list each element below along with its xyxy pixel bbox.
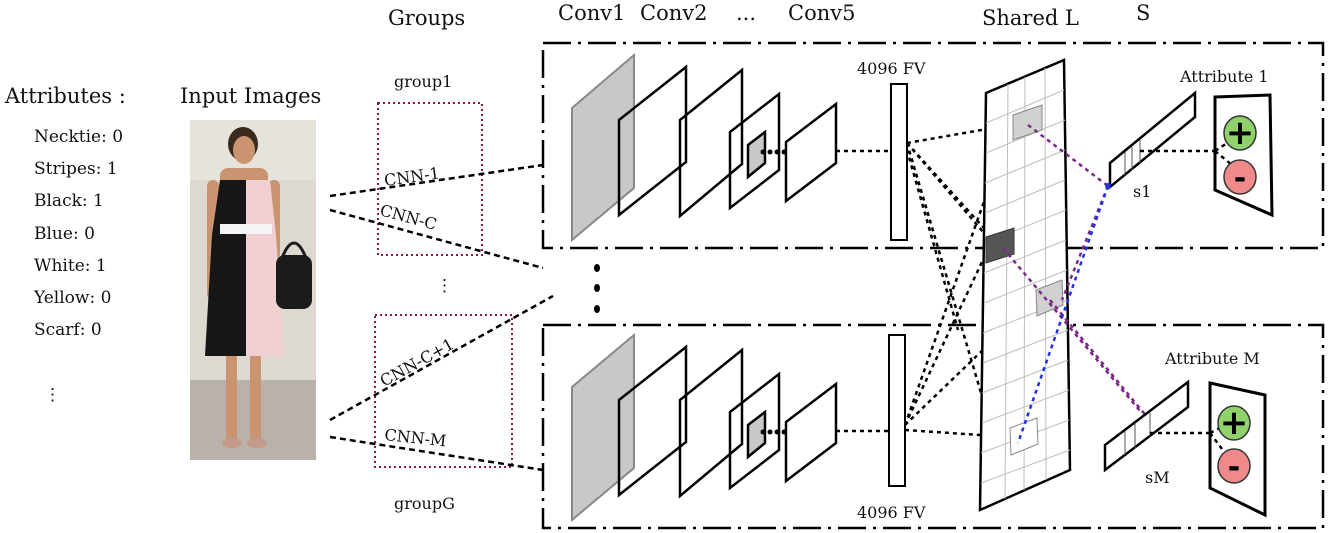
conv1-header: Conv1: [558, 1, 625, 25]
shared-layer-grid: [980, 67, 1071, 500]
shared-layer-outline: [978, 58, 1072, 512]
attribute-list: Necktie: 0 Stripes: 1 Black: 1 Blue: 0 W…: [33, 127, 123, 405]
cnn-1-label: CNN-1: [383, 163, 441, 190]
network-ellipsis: [594, 264, 600, 313]
attribute-item: Yellow: 0: [33, 288, 111, 308]
bottom-network-frame: [541, 323, 1325, 530]
conv2-header: Conv2: [640, 1, 707, 25]
attribute-1-label: Attribute 1: [1179, 67, 1269, 86]
fv-top-label: 4096 FV: [857, 59, 926, 78]
conv4-layer: [728, 91, 781, 211]
plus-icon: [1217, 405, 1251, 441]
plus-symbol: +: [1226, 113, 1255, 153]
fv-bottom: [888, 334, 906, 487]
attribute-item: White: 1: [34, 256, 107, 276]
plus-icon: [1223, 115, 1257, 151]
sM-vector: [1103, 379, 1190, 473]
input-image: [190, 120, 316, 460]
kernel-patch: [746, 129, 767, 180]
groups-ellipsis: ⋮: [436, 276, 453, 296]
group1-label: group1: [394, 72, 452, 91]
conv5-layer: [784, 381, 838, 484]
fv-top: [890, 83, 908, 241]
plus-symbol: +: [1220, 403, 1249, 443]
s1-label: s1: [1133, 182, 1151, 201]
s1-vector: [1108, 90, 1197, 190]
attributes-header: Attributes :: [4, 84, 126, 108]
groupG-box: [374, 314, 513, 468]
group1-box: [377, 102, 483, 256]
sharing-links: [1002, 124, 1149, 444]
attribute-item: Stripes: 1: [34, 159, 118, 179]
conv-ellipsis-header: ...: [736, 1, 756, 25]
image-to-cnn-connectors: [329, 163, 554, 472]
fv-bottom-label: 4096 FV: [857, 503, 926, 522]
sM-label: sM: [1145, 468, 1170, 487]
attribute-item: Scarf: 0: [34, 320, 102, 340]
conv5-header: Conv5: [788, 1, 855, 25]
conv3-layer: [678, 67, 744, 219]
conv-to-fv-connectors: [836, 149, 891, 433]
minus-icon: [1217, 448, 1251, 484]
groupG-label: groupG: [394, 494, 455, 513]
conv1-layer: [571, 52, 635, 243]
attribute-item: Black: 1: [34, 191, 104, 211]
groups-header: Groups: [388, 6, 465, 30]
top-network-frame: [541, 41, 1325, 250]
input-images-header: Input Images: [180, 84, 321, 108]
conv3-layer: [678, 347, 744, 499]
kernel-patch: [746, 409, 767, 460]
group-boxes: group1 ⋮ groupG: [374, 72, 513, 513]
top-cnn-layers: [571, 52, 838, 243]
attribute-m-output: sM Attribute M + -: [1103, 349, 1267, 518]
attribute-item: Blue: 0: [34, 224, 95, 244]
attribute-ellipsis: ⋮: [44, 385, 61, 405]
attribute-item: Necktie: 0: [34, 127, 123, 147]
attribute-m-label: Attribute M: [1164, 349, 1260, 368]
conv2-layer: [617, 344, 688, 498]
shared-l-header: Shared L: [982, 6, 1079, 30]
minus-icon: [1223, 159, 1257, 195]
attribute-1-output: s1 Attribute 1 + -: [1105, 67, 1274, 218]
minus-symbol: -: [1228, 450, 1240, 485]
fv-to-shared-connectors: [903, 123, 1041, 441]
conv4-layer: [728, 371, 781, 491]
network-frames: [541, 41, 1325, 530]
s-header: S: [1136, 1, 1150, 25]
minus-symbol: -: [1234, 161, 1246, 196]
cnn-c-label: CNN-C: [378, 201, 439, 234]
shared-cell-outline: [1009, 417, 1039, 456]
conv1-layer: [571, 332, 635, 523]
shared-layer: [978, 58, 1072, 512]
conv5-layer: [784, 101, 838, 204]
conv2-layer: [617, 64, 688, 218]
shared-cell-dark: [985, 227, 1015, 264]
bottom-cnn-layers: [571, 332, 838, 523]
cnn-c1-label: CNN-C+1: [377, 334, 457, 390]
